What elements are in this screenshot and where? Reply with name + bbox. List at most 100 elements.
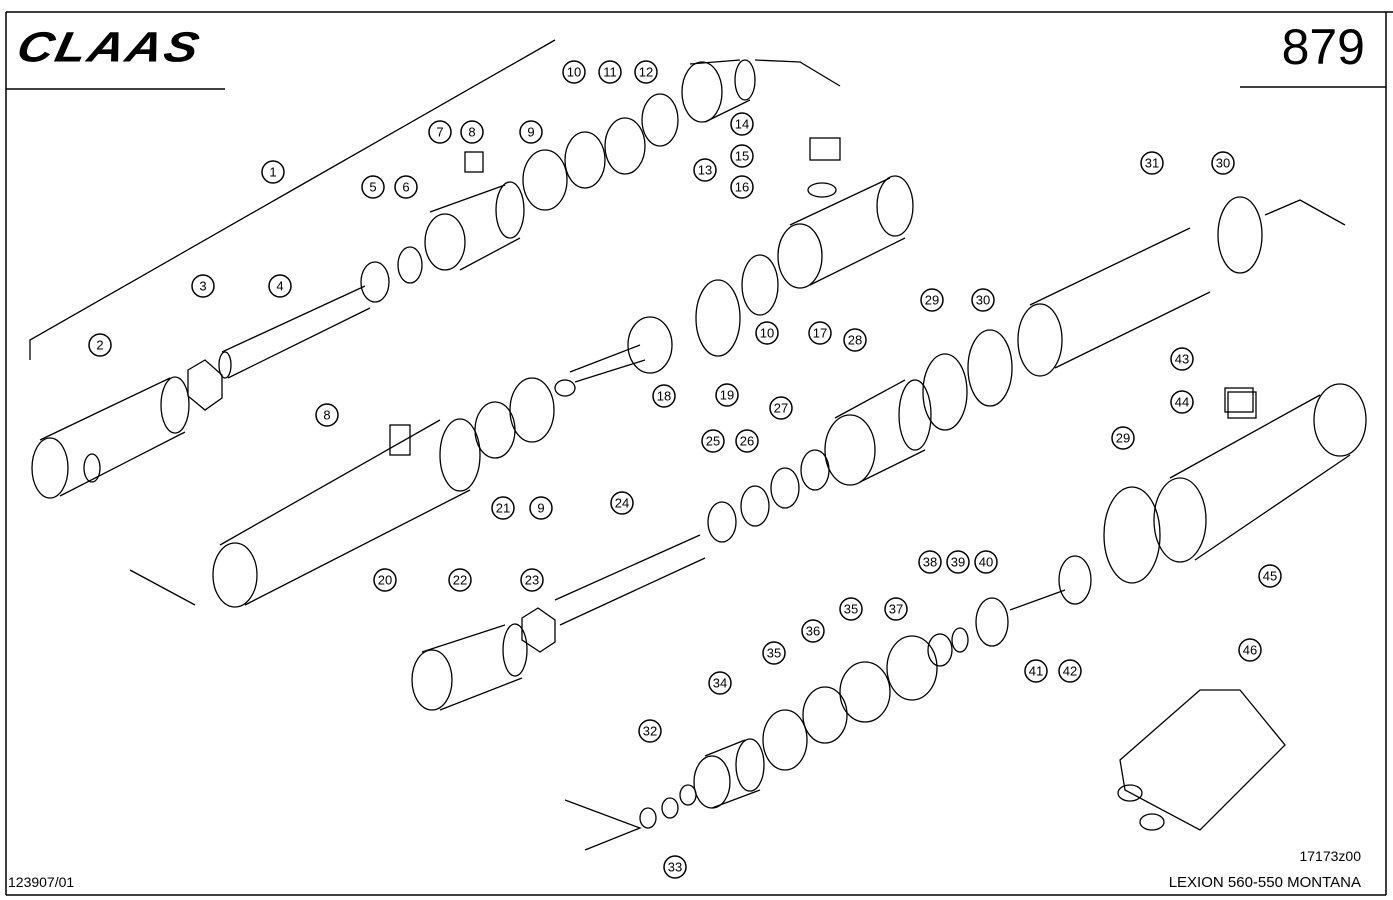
callout-circle	[1170, 390, 1194, 414]
frame-lines	[5, 11, 1393, 896]
callout-label: 9	[537, 501, 544, 516]
callout-42: 37	[884, 597, 908, 621]
callout-label: 15	[735, 149, 749, 164]
callout-label: 18	[657, 389, 671, 404]
callout-circle	[529, 496, 553, 520]
callout-circle	[428, 120, 452, 144]
callout-50: 32	[638, 719, 662, 743]
callout-33: 27	[769, 396, 793, 420]
callout-44: 36	[801, 619, 825, 643]
callout-1: 2	[88, 333, 112, 357]
callout-23: 31	[1140, 151, 1164, 175]
callout-34: 29	[1111, 426, 1135, 450]
callout-2: 3	[191, 274, 215, 298]
callout-17: 10	[755, 321, 779, 345]
callout-label: 39	[951, 555, 965, 570]
callout-label: 44	[1175, 395, 1189, 410]
callout-circle	[708, 671, 732, 695]
callout-38: 23	[520, 568, 544, 592]
callout-27: 8	[315, 403, 339, 427]
callout-label: 29	[1116, 431, 1130, 446]
callout-circle	[808, 321, 832, 345]
callout-label: 10	[567, 65, 581, 80]
callout-circle	[460, 120, 484, 144]
callout-48: 42	[1058, 659, 1082, 683]
callout-circle	[268, 274, 292, 298]
callout-label: 35	[767, 646, 781, 661]
callout-18: 19	[715, 383, 739, 407]
callout-47: 41	[1024, 659, 1048, 683]
callout-label: 25	[706, 434, 720, 449]
callout-10: 11	[598, 60, 622, 84]
callout-circle	[448, 568, 472, 592]
callout-label: 1	[269, 165, 276, 180]
drawing-code: 17173z00	[1299, 848, 1361, 864]
callout-circle	[261, 160, 285, 184]
callout-0: 1	[261, 160, 285, 184]
callout-circle	[1238, 638, 1262, 662]
part-drawings	[29, 39, 1367, 851]
callout-circle	[491, 496, 515, 520]
model-name: LEXION 560-550 MONTANA	[1168, 874, 1361, 891]
callout-label: 19	[720, 388, 734, 403]
callout-circle	[730, 112, 754, 136]
callout-49: 46	[1238, 638, 1262, 662]
callout-circle	[701, 429, 725, 453]
callout-30: 20	[373, 568, 397, 592]
callout-circle	[693, 158, 717, 182]
callout-label: 14	[735, 117, 749, 132]
callout-circle	[974, 550, 998, 574]
callout-36: 24	[610, 491, 634, 515]
callout-label: 13	[698, 163, 712, 178]
callout-41: 40	[974, 550, 998, 574]
callout-circle	[735, 429, 759, 453]
callout-circle	[920, 288, 944, 312]
page-number: 879	[1281, 19, 1365, 75]
callout-circle	[191, 274, 215, 298]
callout-circle	[1058, 659, 1082, 683]
callout-3: 4	[268, 274, 292, 298]
callout-39: 38	[918, 550, 942, 574]
callout-label: 8	[323, 408, 330, 423]
callout-circle	[762, 641, 786, 665]
callout-7: 8	[460, 120, 484, 144]
callout-20: 28	[843, 328, 867, 352]
callout-circle	[730, 144, 754, 168]
callout-label: 2	[96, 338, 103, 353]
callout-circle	[373, 568, 397, 592]
callout-51: 33	[663, 855, 687, 879]
callout-label: 29	[925, 293, 939, 308]
callout-8: 9	[519, 120, 543, 144]
callout-circle	[520, 568, 544, 592]
callout-circle	[843, 328, 867, 352]
callout-label: 23	[525, 573, 539, 588]
callout-label: 43	[1175, 352, 1189, 367]
callout-26: 44	[1170, 390, 1194, 414]
callout-label: 26	[740, 434, 754, 449]
callout-46: 34	[708, 671, 732, 695]
callout-21: 29	[920, 288, 944, 312]
claas-logo: CLAAS	[12, 23, 206, 71]
callout-label: 31	[1145, 156, 1159, 171]
callout-circle	[361, 175, 385, 199]
callout-6: 7	[428, 120, 452, 144]
callout-label: 4	[276, 279, 283, 294]
callout-circle	[918, 550, 942, 574]
callout-circle	[652, 384, 676, 408]
callout-circle	[769, 396, 793, 420]
callout-45: 35	[762, 641, 786, 665]
callout-circle	[730, 175, 754, 199]
callout-24: 30	[1211, 151, 1235, 175]
callout-label: 3	[199, 279, 206, 294]
callout-label: 34	[713, 676, 727, 691]
callout-label: 46	[1243, 643, 1257, 658]
callout-13: 14	[730, 112, 754, 136]
callout-circle	[610, 491, 634, 515]
callout-19: 18	[652, 384, 676, 408]
callout-label: 7	[436, 125, 443, 140]
callout-label: 20	[378, 573, 392, 588]
callout-label: 9	[527, 125, 534, 140]
callout-label: 38	[923, 555, 937, 570]
